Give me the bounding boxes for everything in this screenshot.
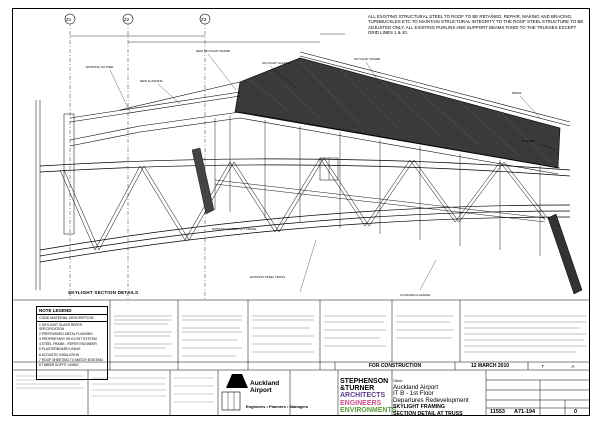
project-title-1: Auckland Airport: [393, 383, 439, 391]
architect-logo-line5: ENVIRONMENTS: [340, 406, 397, 414]
svg-text:CLOSURE FLASHING: CLOSURE FLASHING: [400, 293, 431, 297]
svg-text:EXISTING GUTTER: EXISTING GUTTER: [86, 65, 114, 69]
legend-subtitle: CODE MATERIAL DESCRIPTION: [37, 315, 107, 322]
legend-item: 2 PREFINISHED METAL FLASHING: [39, 331, 93, 336]
revision-number: 0: [574, 409, 578, 415]
general-note: ALL EXISTING STRUCTURAL STEEL TO ROOF TO…: [368, 14, 584, 36]
architect-logo-line3: ARCHITECTS: [340, 392, 386, 400]
client-logo-line2: Airport: [250, 387, 272, 394]
section-title: SKYLIGHT SECTION DETAILS: [68, 290, 139, 295]
drawing-number: 11553: [490, 409, 505, 415]
svg-text:RIDGE: RIDGE: [512, 91, 522, 95]
engineer-tagline: Engineers • Planners • Managers: [246, 404, 309, 409]
legend-title: NOTE LEGEND: [37, 307, 107, 315]
revision-box: T A: [528, 362, 588, 370]
legend-item: 7 ROOF SHEETING TO MATCH EXISTING: [39, 357, 104, 362]
architect-logo-line4: ENGINEERS: [340, 399, 382, 407]
svg-text:NEW FLASHING: NEW FLASHING: [140, 79, 164, 83]
note-legend: NOTE LEGEND CODE MATERIAL DESCRIPTION 1 …: [36, 306, 108, 380]
issue-date: 12 MARCH 2010: [470, 363, 510, 369]
legend-item: 1 SKYLIGHT GLASS REFER SPECIFICATION: [39, 322, 82, 331]
client-logo: Auckland Airport: [218, 378, 288, 408]
architect-logo-line2: &TURNER: [340, 385, 375, 393]
grid-label-z3: Z3: [201, 17, 207, 22]
sheet-title-1: SKYLIGHT FRAMING: [393, 404, 445, 411]
svg-text:NEW SKYLIGHT FRAME: NEW SKYLIGHT FRAME: [196, 49, 230, 53]
revision-letter: A: [571, 363, 575, 369]
legend-item: 4 STEEL FRAME - REFER ENGINEER: [39, 342, 97, 347]
svg-text:EXISTING STEEL TRUSS: EXISTING STEEL TRUSS: [250, 275, 285, 279]
legend-item: 5 PLASTERBOARD LINING: [39, 347, 81, 352]
architect-logo: STEPHENSON &TURNER ARCHITECTS ENGINEERS …: [340, 378, 396, 414]
client-logo-line1: Auckland: [250, 380, 280, 387]
svg-text:SKYLIGHT GLAZING: SKYLIGHT GLAZING: [262, 61, 291, 65]
client-label: Client: [393, 379, 403, 383]
for-construction-stamp: FOR CONSTRUCTION: [368, 363, 422, 369]
revision-status: T: [541, 363, 545, 369]
sheet-title-2: SECTION DETAIL AT TRUSS: [393, 410, 463, 417]
legend-item: 8 TIMBER SOFFIT LINING: [39, 362, 79, 367]
svg-text:SKYLIGHT FRAME: SKYLIGHT FRAME: [354, 57, 380, 61]
legend-item: 3 PROPRIETARY SKYLIGHT SYSTEM: [39, 336, 97, 341]
grid-label-z2: Z2: [124, 17, 130, 22]
architect-logo-line1: STEPHENSON: [340, 378, 389, 385]
sheet-border: [12, 8, 590, 416]
grid-label-z1: Z1: [66, 17, 72, 22]
project-info: Client Auckland Airport IT B - 1st Floor…: [393, 378, 469, 418]
svg-text:GUTTER: GUTTER: [522, 139, 535, 143]
legend-item: 6 ACOUSTIC INSULATION: [39, 352, 80, 357]
svg-text:EXISTING TIMBER GUT FRAME: EXISTING TIMBER GUT FRAME: [212, 227, 257, 231]
sheet-number: A71-194: [514, 409, 536, 415]
project-title-2: IT B - 1st Floor: [393, 390, 434, 398]
project-title-3: Departures Redevelopment: [393, 396, 469, 404]
